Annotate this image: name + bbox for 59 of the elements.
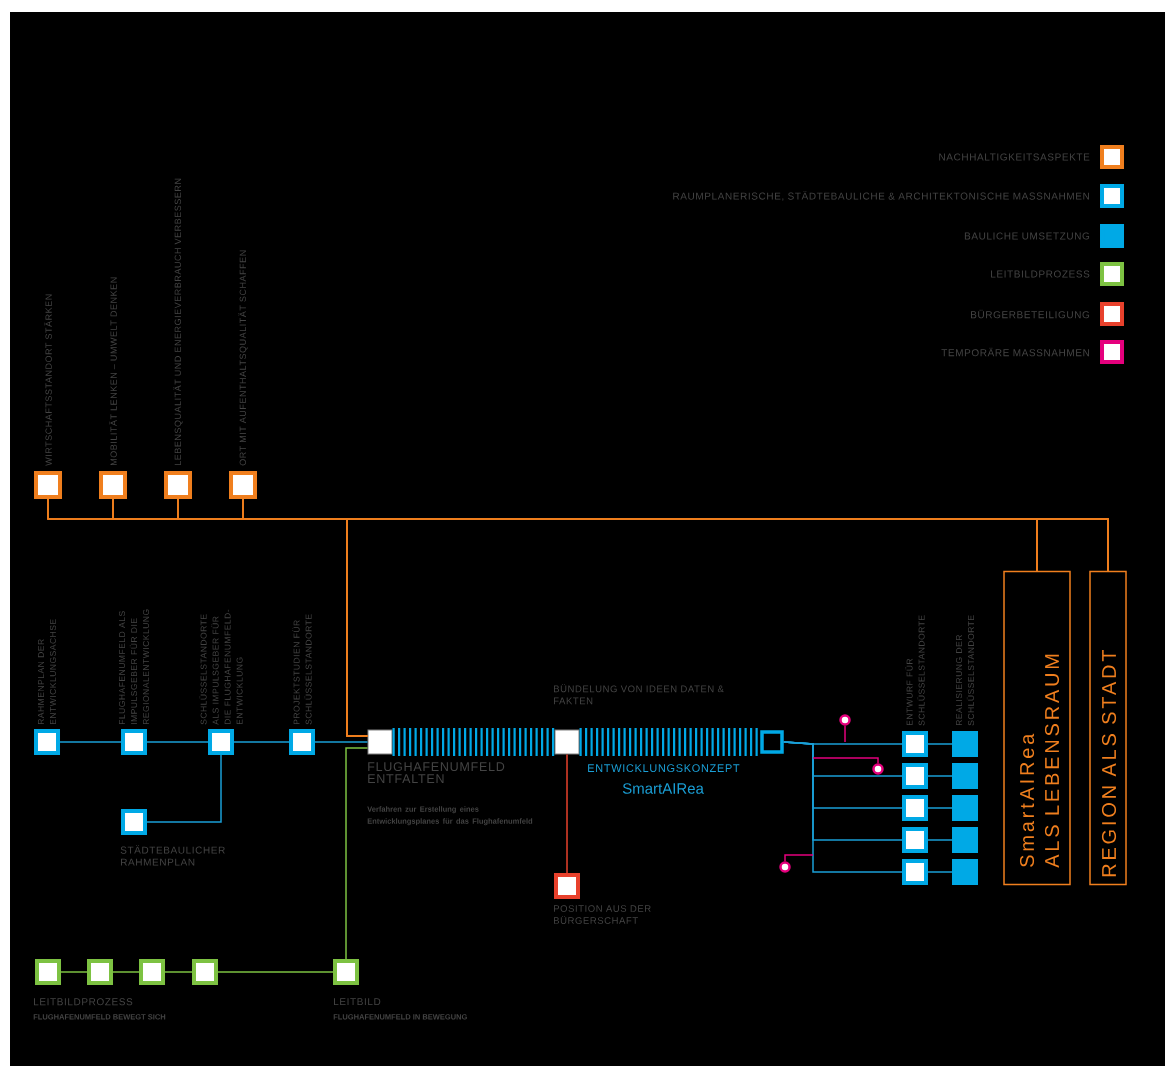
filled-square xyxy=(952,795,978,821)
filled-square xyxy=(952,827,978,853)
connector-line xyxy=(217,971,334,973)
connector-line xyxy=(927,807,953,809)
connector-line xyxy=(146,741,209,743)
station-label: ALS LEBENSRAUM xyxy=(1044,654,1060,868)
station-label: FLUGHAFENUMFELD ENTFALTEN xyxy=(368,762,505,783)
connector-line xyxy=(566,753,568,874)
connector-line xyxy=(112,971,140,973)
station-label: SmartAIRea xyxy=(1019,733,1035,867)
connector-line xyxy=(314,741,369,743)
connector-line xyxy=(927,775,953,777)
station-label: RAHMENPLAN DER ENTWICKLUNGSACHSE xyxy=(38,619,56,725)
station-label: ENTWURF FÜR SCHLÜSSELSTANDORTE xyxy=(905,615,925,726)
connector-line xyxy=(59,741,122,743)
square-marker xyxy=(902,763,928,789)
station-label: LEITBILD xyxy=(334,998,381,1006)
connector-line xyxy=(345,747,369,960)
legend-label: NACHHALTIGKEITSASPEKTE xyxy=(939,153,1090,161)
connector-line xyxy=(927,839,953,841)
connector-line xyxy=(927,743,953,745)
station-label: SCHLÜSSELSTANDORTE ALS IMPULSGEBER FÜR DIE FLUGHAFENUMFELD-ENTWICKLUNG xyxy=(199,609,243,725)
connector-line xyxy=(927,871,953,873)
filled-square xyxy=(952,859,978,885)
connector-line xyxy=(844,725,846,743)
square-marker xyxy=(902,827,928,853)
station-label: ENTWICKLUNGSKONZEPT xyxy=(588,764,740,772)
legend-label: BAULICHE UMSETZUNG xyxy=(964,232,1090,240)
square-marker xyxy=(192,959,218,985)
legend-label: TEMPORÄRE MASSNAHMEN xyxy=(941,347,1089,357)
station-label: LEBENSQUALITÄT UND ENERGIEVERBRAUCH VERBESSERN xyxy=(173,178,183,466)
square-marker xyxy=(87,959,113,985)
legend-label: LEITBILDPROZESS xyxy=(991,270,1090,278)
station-label: MOBILITÄT LENKEN – UMWELT DENKEN xyxy=(109,277,117,466)
station-label: LEITBILDPROZESS xyxy=(34,998,133,1006)
connector-line xyxy=(60,971,88,973)
station-label: POSITION AUS DER BÜRGERSCHAFT xyxy=(554,905,651,924)
connector-line xyxy=(233,741,290,743)
square-marker xyxy=(139,959,165,985)
connector-line xyxy=(812,757,879,764)
legend-label: RAUMPLANERISCHE, STÄDTEBAULICHE & ARCHITEKTONISCHE MASSNAHMEN xyxy=(673,191,1089,201)
station-label: REALISIERUNG DER SCHLÜSSELSTANDORTE xyxy=(956,615,974,726)
legend-label: BÜRGERBETEILIGUNG xyxy=(971,309,1090,319)
station-label: WIRTSCHAFTSSTANDORT STÄRKEN xyxy=(44,294,52,466)
filled-square xyxy=(952,763,978,789)
station-label: BÜNDELUNG VON IDEEN DATEN & FAKTEN xyxy=(554,684,724,705)
station-label: ORT MIT AUFENTHALTSQUALITÄT SCHAFFEN xyxy=(238,250,248,466)
connector-line xyxy=(164,971,193,973)
square-marker xyxy=(902,795,928,821)
station-label: SmartAIRea xyxy=(622,783,704,794)
station-label: FLUGHAFENUMFELD ALS IMPULSGEBER FÜR DIE REGIONALENTWICKLUNG xyxy=(119,609,149,725)
square-marker xyxy=(902,859,928,885)
connector-line xyxy=(784,854,814,862)
connector-line xyxy=(146,754,222,823)
striped-band xyxy=(392,728,555,756)
station-label: REGION ALS STADT xyxy=(1101,650,1117,877)
station-label: PROJEKTSTUDIEN FÜR SCHLÜSSELSTANDORTE xyxy=(292,614,312,725)
station-label: STÄDTEBAULICHER RAHMENPLAN xyxy=(120,845,225,866)
striped-band xyxy=(579,728,761,756)
